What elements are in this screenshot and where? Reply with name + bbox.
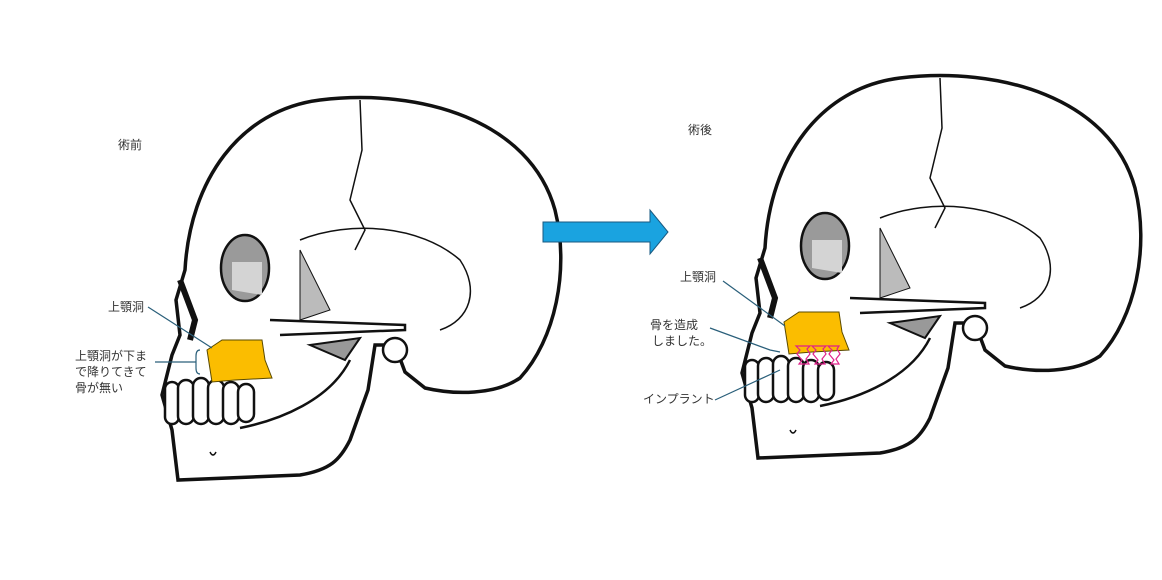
bone-leader-line xyxy=(709,327,781,353)
maxillary-sinus xyxy=(783,311,850,355)
before-title: 術前 xyxy=(118,138,143,152)
implant-leader-line xyxy=(714,369,781,401)
before-sinus-label: 上顎洞 xyxy=(108,300,145,314)
note-leader-line xyxy=(155,349,201,375)
arrow-icon xyxy=(542,208,669,256)
after-title: 術後 xyxy=(688,123,713,137)
skull-before xyxy=(147,98,561,480)
bone-label-line2: しました。 xyxy=(652,334,713,348)
implants xyxy=(794,345,841,365)
after-sinus-label: 上顎洞 xyxy=(680,270,717,284)
implant-label: インプラント xyxy=(643,392,715,406)
skull-after xyxy=(709,76,1141,458)
maxillary-sinus xyxy=(206,339,273,383)
sinus-leader-line xyxy=(147,306,213,349)
before-note-label: 上顎洞が下まで降りてきて骨が無い xyxy=(75,349,148,395)
bone-label-line1: 骨を造成 xyxy=(650,318,699,332)
sinus-leader-line xyxy=(722,280,786,327)
